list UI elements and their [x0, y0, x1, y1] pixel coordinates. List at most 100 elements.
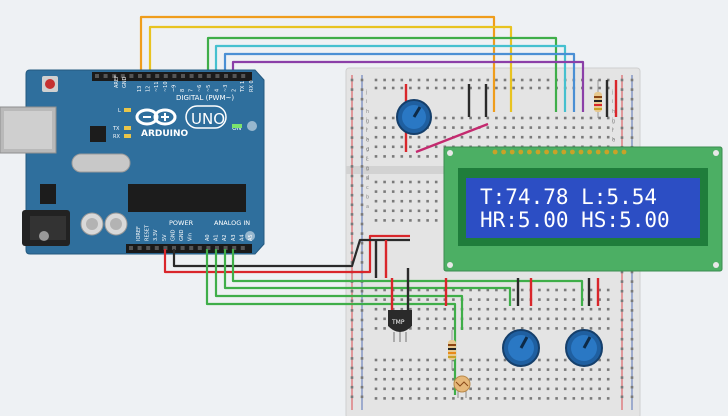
- breadboard-hole[interactable]: [374, 317, 378, 321]
- breadboard-hole[interactable]: [391, 397, 395, 400]
- lcd-pins[interactable]: [492, 149, 627, 155]
- rail-hole[interactable]: [350, 385, 354, 389]
- breadboard-hole[interactable]: [503, 78, 507, 82]
- breadboard-hole[interactable]: [555, 368, 558, 371]
- rail-hole[interactable]: [630, 270, 634, 274]
- breadboard-hole[interactable]: [434, 145, 438, 149]
- breadboard-hole[interactable]: [555, 317, 558, 321]
- rail-hole[interactable]: [360, 174, 364, 178]
- lcd-pin[interactable]: [509, 149, 515, 155]
- breadboard-hole[interactable]: [520, 327, 524, 330]
- breadboard-hole[interactable]: [555, 358, 558, 362]
- breadboard-hole[interactable]: [546, 135, 550, 139]
- power-header-pins[interactable]: [129, 246, 245, 250]
- breadboard-hole[interactable]: [417, 377, 421, 381]
- breadboard-hole[interactable]: [538, 86, 541, 90]
- breadboard-hole[interactable]: [563, 126, 567, 129]
- breadboard-hole[interactable]: [606, 116, 610, 120]
- breadboard-hole[interactable]: [383, 358, 386, 362]
- digital-header-pins[interactable]: [95, 74, 246, 78]
- breadboard-hole[interactable]: [589, 126, 593, 129]
- breadboard-hole[interactable]: [563, 327, 567, 330]
- breadboard-hole[interactable]: [452, 317, 455, 321]
- breadboard-hole[interactable]: [434, 327, 438, 330]
- breadboard-hole[interactable]: [581, 327, 584, 330]
- breadboard-hole[interactable]: [520, 116, 524, 120]
- breadboard-hole[interactable]: [486, 327, 490, 330]
- breadboard-hole[interactable]: [477, 377, 481, 381]
- breadboard-hole[interactable]: [495, 387, 498, 391]
- breadboard-hole[interactable]: [555, 116, 558, 120]
- breadboard-hole[interactable]: [374, 86, 378, 90]
- breadboard-hole[interactable]: [512, 377, 515, 381]
- breadboard-hole[interactable]: [434, 358, 438, 362]
- breadboard-hole[interactable]: [391, 180, 395, 184]
- breadboard-hole[interactable]: [409, 180, 412, 184]
- rail-hole[interactable]: [360, 347, 364, 351]
- breadboard-hole[interactable]: [598, 317, 601, 321]
- rail-hole[interactable]: [630, 97, 634, 101]
- breadboard-hole[interactable]: [546, 358, 550, 362]
- breadboard-hole[interactable]: [512, 368, 515, 371]
- digital-pin[interactable]: [138, 74, 142, 78]
- breadboard-hole[interactable]: [400, 377, 404, 381]
- breadboard-hole[interactable]: [469, 368, 472, 371]
- breadboard-hole[interactable]: [503, 86, 507, 90]
- breadboard-hole[interactable]: [374, 358, 378, 362]
- rail-hole[interactable]: [350, 136, 354, 139]
- power-pin[interactable]: [206, 246, 211, 250]
- breadboard-hole[interactable]: [486, 358, 490, 362]
- breadboard-hole[interactable]: [503, 288, 507, 292]
- breadboard-hole[interactable]: [391, 307, 395, 311]
- breadboard-hole[interactable]: [417, 317, 421, 321]
- rail-hole[interactable]: [350, 203, 354, 207]
- rail-hole[interactable]: [350, 145, 354, 149]
- breadboard-hole[interactable]: [581, 317, 584, 321]
- breadboard-hole[interactable]: [563, 298, 567, 301]
- breadboard-hole[interactable]: [538, 78, 541, 82]
- breadboard-hole[interactable]: [529, 135, 533, 139]
- breadboard-hole[interactable]: [598, 116, 601, 120]
- rail-hole[interactable]: [620, 328, 624, 331]
- breadboard-hole[interactable]: [417, 298, 421, 301]
- lcd-pin[interactable]: [621, 149, 627, 155]
- breadboard-hole[interactable]: [495, 358, 498, 362]
- breadboard-hole[interactable]: [563, 387, 567, 391]
- breadboard-hole[interactable]: [469, 298, 472, 301]
- breadboard-hole[interactable]: [598, 387, 601, 391]
- breadboard-hole[interactable]: [589, 86, 593, 90]
- rail-hole[interactable]: [360, 213, 364, 216]
- breadboard-hole[interactable]: [426, 190, 429, 193]
- rail-hole[interactable]: [620, 126, 624, 130]
- rail-hole[interactable]: [620, 117, 624, 120]
- breadboard-hole[interactable]: [469, 78, 472, 82]
- lcd-pin[interactable]: [527, 149, 532, 155]
- breadboard-hole[interactable]: [503, 397, 507, 400]
- lcd-module[interactable]: T:74.78 L:5.54 HR:5.00 HS:5.00: [443, 146, 723, 272]
- breadboard-hole[interactable]: [477, 288, 481, 292]
- digital-pin[interactable]: [206, 74, 211, 78]
- rail-hole[interactable]: [360, 184, 364, 187]
- breadboard-hole[interactable]: [512, 298, 515, 301]
- rail-hole[interactable]: [360, 117, 364, 120]
- breadboard-hole[interactable]: [598, 288, 601, 292]
- wire-green-top[interactable]: [206, 36, 558, 112]
- breadboard-hole[interactable]: [598, 307, 601, 311]
- breadboard-hole[interactable]: [426, 135, 429, 139]
- rail-hole[interactable]: [620, 337, 624, 341]
- breadboard-hole[interactable]: [606, 368, 610, 371]
- power-pin[interactable]: [129, 246, 133, 250]
- breadboard-hole[interactable]: [374, 219, 378, 222]
- breadboard-hole[interactable]: [452, 397, 455, 400]
- breadboard-hole[interactable]: [598, 377, 601, 381]
- breadboard-hole[interactable]: [417, 288, 421, 292]
- breadboard-hole[interactable]: [434, 219, 438, 222]
- breadboard-hole[interactable]: [598, 368, 601, 371]
- breadboard-hole[interactable]: [374, 298, 378, 301]
- breadboard-hole[interactable]: [417, 86, 421, 90]
- breadboard-hole[interactable]: [503, 387, 507, 391]
- breadboard-hole[interactable]: [417, 145, 421, 149]
- rail-hole[interactable]: [350, 347, 354, 351]
- digital-pin[interactable]: [129, 74, 134, 78]
- breadboard-hole[interactable]: [546, 116, 550, 120]
